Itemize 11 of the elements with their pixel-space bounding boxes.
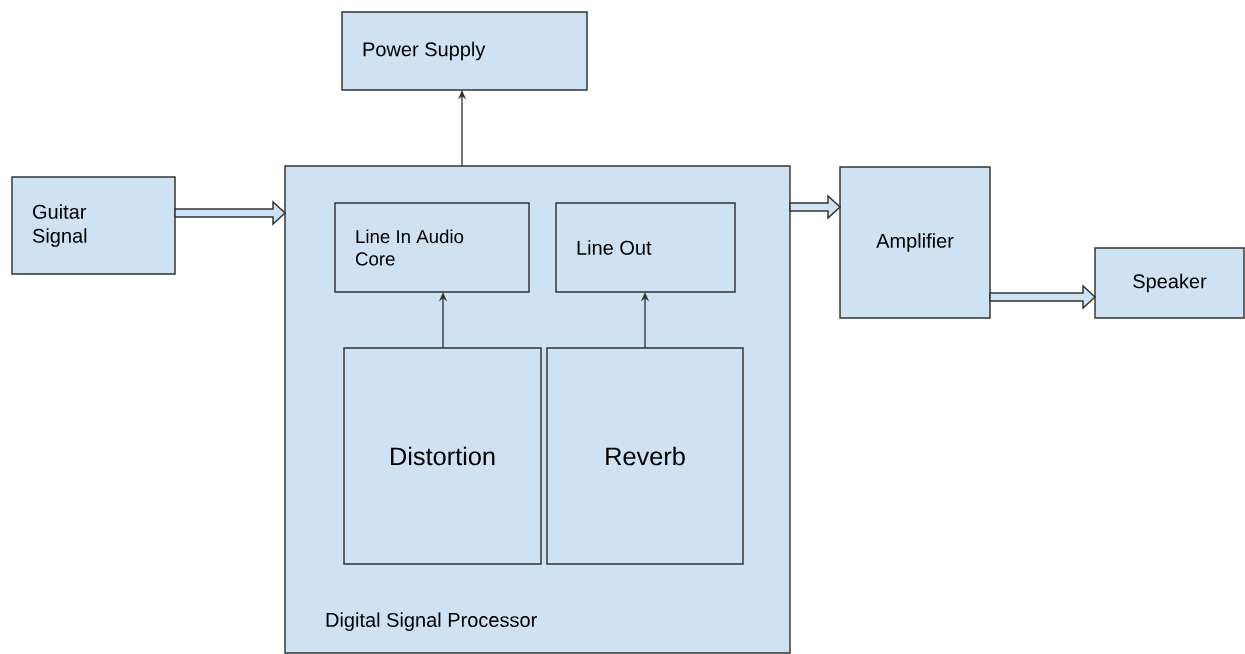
process-box: Amplifier bbox=[839, 166, 991, 319]
process-box: Reverb bbox=[546, 347, 744, 565]
process-box: Guitar Signal bbox=[11, 176, 176, 275]
process-box: Power Supply bbox=[341, 11, 588, 91]
process-box: Line Out bbox=[555, 202, 736, 293]
block-arrow bbox=[989, 284, 1097, 310]
block-arrow bbox=[174, 200, 287, 226]
process-box: Speaker bbox=[1094, 247, 1245, 319]
process-box: Line In Audio Core bbox=[334, 202, 530, 293]
block-arrow bbox=[789, 194, 842, 220]
process-box: Distortion bbox=[343, 347, 542, 565]
